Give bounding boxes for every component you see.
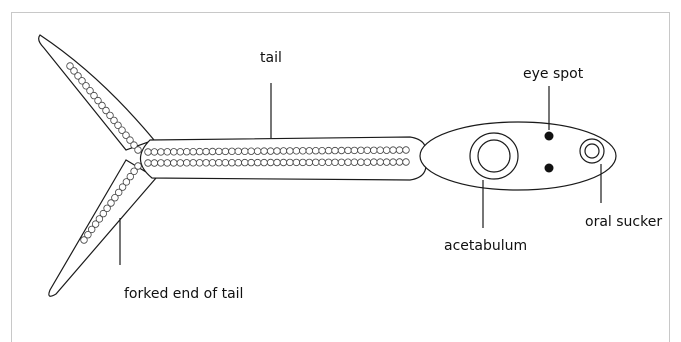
tail-bead bbox=[196, 160, 203, 167]
tail-bead bbox=[293, 148, 300, 155]
tail-bead bbox=[235, 148, 242, 155]
tail-bead bbox=[190, 148, 197, 155]
tail-bead bbox=[358, 159, 365, 166]
tail-bead bbox=[377, 159, 384, 166]
tail-bead bbox=[203, 148, 210, 155]
tail-bead bbox=[183, 160, 190, 167]
tail-bead bbox=[338, 147, 345, 154]
tail-bead bbox=[396, 159, 403, 166]
tail-bead bbox=[403, 159, 410, 166]
tail-bead bbox=[229, 148, 236, 155]
tail-bead bbox=[177, 149, 184, 156]
tail-bead bbox=[254, 159, 261, 166]
tail-bead bbox=[267, 159, 274, 166]
tail-bead bbox=[222, 159, 229, 166]
tail-bead bbox=[274, 148, 281, 155]
label-acetabulum: acetabulum bbox=[444, 238, 527, 254]
upper-fork bbox=[39, 35, 154, 150]
tail-bead bbox=[338, 159, 345, 166]
tail-bead bbox=[242, 148, 249, 155]
eye-spot-upper bbox=[545, 132, 554, 141]
tail-bead bbox=[261, 148, 268, 155]
tail-bead bbox=[280, 148, 287, 155]
label-forked-end: forked end of tail bbox=[124, 286, 243, 302]
tail-bead bbox=[222, 148, 229, 155]
tail-bead bbox=[312, 159, 319, 166]
tail-bead bbox=[325, 147, 332, 154]
tail-stem bbox=[140, 137, 426, 180]
tail-bead bbox=[164, 160, 171, 167]
tail-bead bbox=[164, 149, 171, 156]
tail-bead bbox=[390, 147, 397, 154]
tail-bead bbox=[396, 147, 403, 154]
tail-bead bbox=[135, 163, 142, 170]
tail-bead bbox=[248, 159, 255, 166]
tail-bead bbox=[196, 148, 203, 155]
tail-bead bbox=[209, 148, 216, 155]
tail-bead bbox=[300, 148, 307, 155]
tail-bead bbox=[171, 149, 178, 156]
tail-bead bbox=[351, 159, 358, 166]
tail-bead bbox=[364, 159, 371, 166]
tail-bead bbox=[319, 147, 326, 154]
tail-bead bbox=[319, 159, 326, 166]
tail-bead bbox=[371, 159, 378, 166]
tail-bead bbox=[177, 160, 184, 167]
tail-bead bbox=[358, 147, 365, 154]
tail-bead bbox=[345, 159, 352, 166]
tail-bead bbox=[242, 159, 249, 166]
tail-bead bbox=[332, 159, 339, 166]
tail-bead bbox=[151, 149, 158, 156]
tail-bead bbox=[209, 160, 216, 167]
tail-bead bbox=[254, 148, 261, 155]
tail-bead bbox=[135, 147, 142, 154]
tail-bead bbox=[371, 147, 378, 154]
tail-bead bbox=[383, 159, 390, 166]
label-oral-sucker: oral sucker bbox=[585, 214, 662, 230]
tail-bead bbox=[280, 159, 287, 166]
tail-bead bbox=[306, 148, 313, 155]
tail-bead bbox=[287, 148, 294, 155]
tail-bead bbox=[300, 159, 307, 166]
tail-bead bbox=[377, 147, 384, 154]
tail-bead bbox=[158, 160, 165, 167]
tail-bead bbox=[145, 149, 152, 156]
tail-bead bbox=[293, 159, 300, 166]
tail-bead bbox=[306, 159, 313, 166]
tail-bead bbox=[325, 159, 332, 166]
tail-bead bbox=[390, 159, 397, 166]
tail-bead bbox=[145, 160, 152, 167]
tail-bead bbox=[274, 159, 281, 166]
tail-bead bbox=[151, 160, 158, 167]
label-eye-spot: eye spot bbox=[523, 66, 584, 82]
lower-fork bbox=[49, 160, 156, 296]
label-tail: tail bbox=[260, 50, 282, 66]
tail-bead bbox=[216, 148, 223, 155]
tail-bead bbox=[332, 147, 339, 154]
tail-bead bbox=[287, 159, 294, 166]
tail-bead bbox=[364, 147, 371, 154]
tail-bead bbox=[267, 148, 274, 155]
tail-bead bbox=[171, 160, 178, 167]
tail-bead bbox=[248, 148, 255, 155]
tail-bead bbox=[229, 159, 236, 166]
tail-bead bbox=[261, 159, 268, 166]
tail-bead bbox=[351, 147, 358, 154]
tail-bead bbox=[383, 147, 390, 154]
tail-bead bbox=[312, 147, 319, 154]
eye-spot-lower bbox=[545, 164, 554, 173]
tail-bead bbox=[158, 149, 165, 156]
tail-bead bbox=[183, 148, 190, 155]
tail-bead bbox=[190, 160, 197, 167]
tail-bead bbox=[235, 159, 242, 166]
tail-bead bbox=[403, 147, 410, 154]
tail-bead bbox=[216, 159, 223, 166]
tail-bead bbox=[203, 160, 210, 167]
tail-bead bbox=[345, 147, 352, 154]
